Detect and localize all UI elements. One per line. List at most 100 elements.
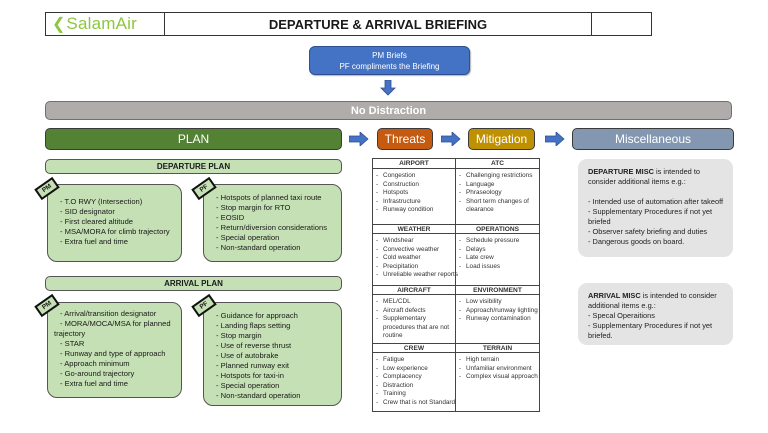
arrival-pm-box: - Arrival/transition designator - MORA/M… (47, 302, 182, 398)
list-item: - Use of reverse thrust (216, 341, 292, 350)
threats-row-headers: WEATHER OPERATIONS (373, 224, 539, 234)
arrival-pf-box: - Guidance for approach - Landing flaps … (203, 302, 342, 406)
list-item: Aircraft defects (375, 307, 453, 316)
list-item: - Special operation (216, 381, 280, 390)
list-item: - Supplementary Procedures if not yet br… (588, 321, 713, 340)
list-item: - Stop margin (216, 331, 262, 340)
no-distraction-banner: No Distraction (45, 101, 732, 120)
departure-plan-title: DEPARTURE PLAN (45, 159, 342, 174)
table-row: Windshear Convective weather Cold weathe… (373, 234, 539, 285)
list-item: - Extra fuel and time (60, 379, 128, 388)
table-cell: Low visibility Approach/runway lighting … (456, 295, 539, 343)
list-item: Challenging restrictions (458, 172, 537, 181)
table-header: TERRAIN (456, 343, 539, 353)
brief-line-1: PM Briefs (372, 51, 407, 60)
list-item: - Observer safety briefing and duties (588, 227, 708, 236)
list-item: Unfamiliar environment (458, 365, 537, 374)
table-row: MEL/CDL Aircraft defects Supplementary p… (373, 295, 539, 343)
list-item: Construction (375, 181, 453, 190)
list-item: Approach/runway lighting (458, 307, 538, 316)
list-item: Low visibility (458, 298, 537, 307)
list-item: - Hotspots of planned taxi route (216, 193, 322, 202)
list-item: Runway contamination (458, 315, 537, 324)
table-cell: Fatigue Low experience Complacency Distr… (373, 353, 456, 411)
list-item: High terrain (458, 356, 537, 365)
arrival-misc-box: ARRIVAL MISC is intended to consider add… (578, 283, 733, 345)
table-header: AIRPORT (373, 159, 456, 169)
list-item: - Go-around trajectory (60, 369, 135, 378)
phase-mitigation: Mitigation (468, 128, 535, 150)
list-item: MEL/CDL (375, 298, 453, 307)
brief-box: PM Briefs PF compliments the Briefing (309, 46, 470, 75)
list-item: - Approach minimum (60, 359, 130, 368)
list-item: Convective weather (375, 246, 453, 255)
list-item: Load issues (458, 263, 537, 272)
list-item: Cold weather (375, 254, 453, 263)
list-item: - Non-standard operation (216, 243, 301, 252)
arrival-misc-intro: ARRIVAL MISC is intended to consider add… (588, 291, 725, 311)
table-cell: Schedule pressure Delays Late crew Load … (456, 234, 539, 285)
list-item: Infrastructure (375, 198, 453, 207)
list-item: - Return/diversion considerations (216, 223, 328, 232)
list-item: - STAR (60, 339, 85, 348)
list-item: - Supplementary Procedures if not yet br… (588, 207, 713, 226)
list-item: Distraction (375, 382, 453, 391)
right-arrow-icon (349, 132, 369, 146)
table-cell: Congestion Construction Hotspots Infrast… (373, 169, 456, 224)
list-item: - Landing flaps setting (216, 321, 291, 330)
list-item: - Non-standard operation (216, 391, 301, 400)
departure-misc-label: DEPARTURE MISC (588, 167, 654, 176)
table-cell: High terrain Unfamiliar environment Comp… (456, 353, 539, 411)
list-item: Phraseology (458, 189, 537, 198)
list-item: Delays (458, 246, 537, 255)
right-arrow-icon (545, 132, 565, 146)
page-title: DEPARTURE & ARRIVAL BRIEFING (165, 12, 592, 36)
list-item: - Intended use of automation after takeo… (588, 197, 724, 206)
brief-line-2: PF compliments the Briefing (339, 62, 440, 71)
table-row: Congestion Construction Hotspots Infrast… (373, 169, 539, 224)
table-header: ATC (456, 159, 539, 169)
phase-miscellaneous: Miscellaneous (572, 128, 734, 150)
phase-threats: Threats (377, 128, 433, 150)
list-item: - Arrival/transition designator (60, 309, 157, 318)
list-item: Windshear (375, 237, 453, 246)
threats-row-headers: AIRCRAFT ENVIRONMENT (373, 285, 539, 295)
list-item: Supplementary procedures that are not ro… (375, 315, 453, 341)
list-item: - Dangerous goods on board. (588, 237, 685, 246)
threats-table: AIRPORT ATC Congestion Construction Hots… (372, 158, 540, 412)
list-item: Crew that is not Standard (375, 399, 455, 408)
list-item: - Specal Operaitions (588, 311, 655, 320)
arrival-misc-label: ARRIVAL MISC (588, 291, 641, 300)
list-item: trajectory (54, 329, 86, 338)
departure-pm-box: - T.O RWY (Intersection) - SID designato… (47, 184, 182, 262)
list-item: Complex visual approach (458, 373, 538, 382)
list-item: - Stop margin for RTO (216, 203, 291, 212)
phase-plan: PLAN (45, 128, 342, 150)
list-item: - Special operation (216, 233, 280, 242)
logo-cell: ❮ SalamAir (45, 12, 165, 36)
down-arrow-icon (380, 80, 396, 96)
list-item: - Planned runway exit (216, 361, 290, 370)
departure-misc-intro: DEPARTURE MISC is intended to consider a… (588, 167, 725, 187)
threats-row-headers: AIRPORT ATC (373, 159, 539, 169)
list-item: Fatigue (375, 356, 453, 365)
list-item: Runway condition (375, 206, 453, 215)
list-item: - MSA/MORA for climb trajectory (60, 227, 170, 236)
table-row: Fatigue Low experience Complacency Distr… (373, 353, 539, 411)
list-item: Hotspots (375, 189, 453, 198)
list-item: - Hotspots for taxi-in (216, 371, 284, 380)
list-item: - Runway and type of approach (60, 349, 166, 358)
departure-pf-box: - Hotspots of planned taxi route - Stop … (203, 184, 342, 262)
list-item: Language (458, 181, 537, 190)
list-item: Schedule pressure (458, 237, 537, 246)
list-item: - MORA/MOCA/MSA for planned (60, 319, 171, 328)
threats-row-headers: CREW TERRAIN (373, 343, 539, 353)
list-item: - Guidance for approach (216, 311, 298, 320)
list-item: - SID designator (60, 207, 115, 216)
table-cell: Windshear Convective weather Cold weathe… (373, 234, 458, 285)
table-cell: Challenging restrictions Language Phrase… (456, 169, 539, 224)
departure-misc-box: DEPARTURE MISC is intended to consider a… (578, 159, 733, 257)
table-header: OPERATIONS (456, 224, 539, 234)
list-item: Complacency (375, 373, 453, 382)
list-item: - EOSID (216, 213, 245, 222)
